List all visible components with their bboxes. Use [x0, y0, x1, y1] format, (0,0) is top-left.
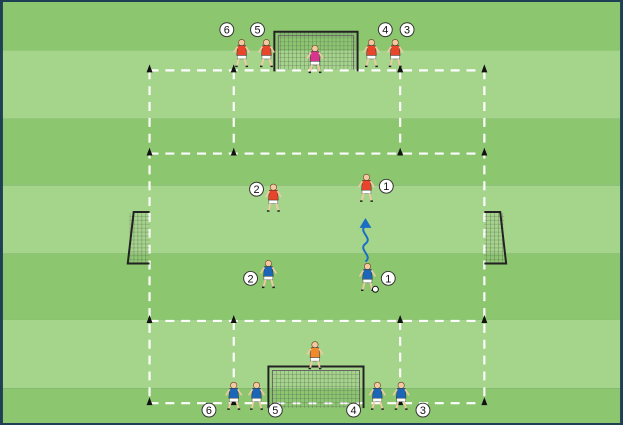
player-number: 6	[206, 405, 212, 417]
player-number-label: 2	[244, 271, 258, 285]
player-number-label: 3	[416, 403, 430, 417]
player-number-label: 6	[220, 23, 234, 37]
player-number-label: 1	[381, 271, 395, 285]
player-number-label: 2	[250, 182, 264, 196]
bottom-goal	[268, 367, 363, 409]
player-number: 1	[383, 181, 389, 193]
player-number-label: 3	[400, 23, 414, 37]
player-number: 4	[351, 405, 357, 417]
player-number: 3	[420, 405, 426, 417]
player-number: 5	[272, 405, 278, 417]
player-number-label: 6	[202, 403, 216, 417]
player-number: 4	[382, 25, 388, 37]
ball-icon	[372, 286, 378, 292]
player-number-label: 5	[251, 23, 265, 37]
player-number: 3	[404, 25, 410, 37]
right-mini-goal	[484, 212, 506, 264]
left-mini-goal	[128, 212, 150, 264]
player-number-label: 4	[347, 403, 361, 417]
player-number: 2	[253, 184, 259, 196]
player-number: 2	[248, 273, 254, 285]
player-number: 6	[224, 25, 230, 37]
player-number-label: 4	[378, 23, 392, 37]
player-number-label: 5	[268, 403, 282, 417]
player-number-label: 1	[379, 179, 393, 193]
player-number: 1	[385, 273, 391, 285]
player-number: 5	[254, 25, 260, 37]
